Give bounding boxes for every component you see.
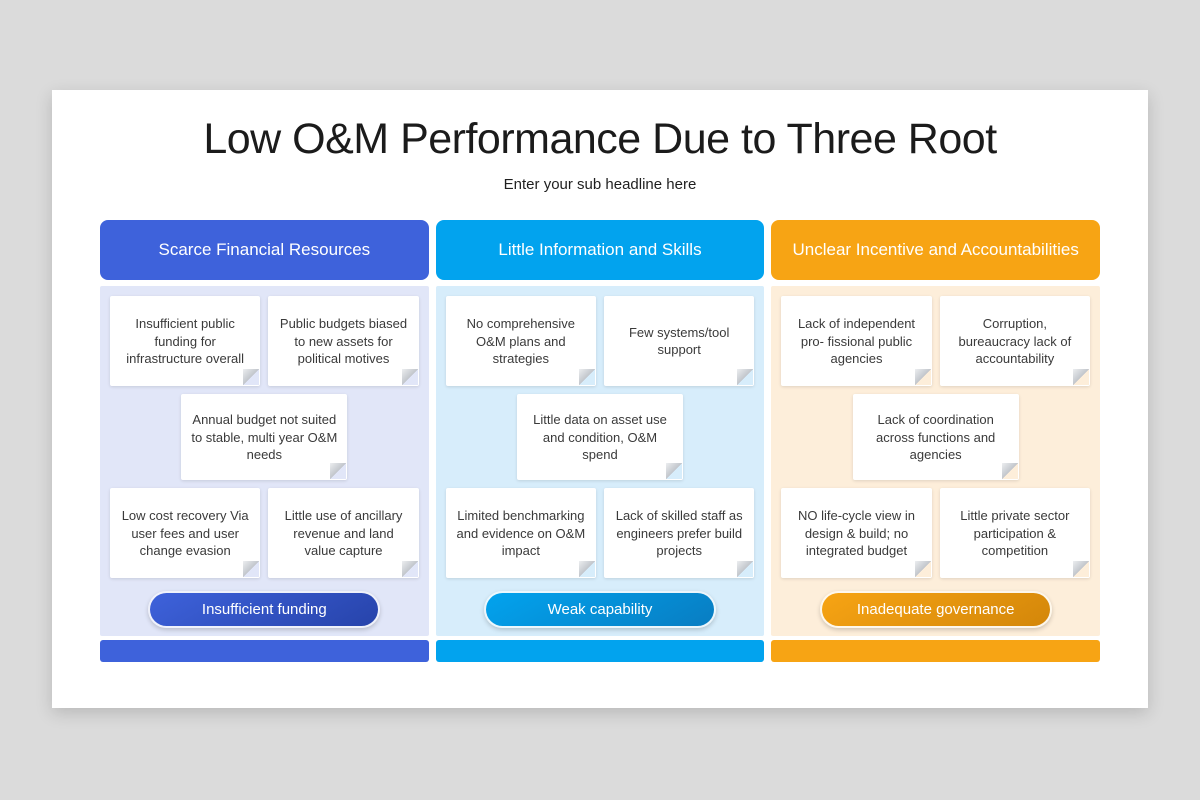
note-row: Limited benchmarking and evidence on O&M… xyxy=(445,488,755,579)
note-card-text: Low cost recovery Via user fees and user… xyxy=(121,508,249,559)
root-cause-columns: Scarce Financial Resources Insufficient … xyxy=(100,220,1101,663)
folded-corner-icon xyxy=(914,561,931,578)
note-card: Lack of independent pro- fissional publi… xyxy=(781,296,932,387)
conclusion-pill: Insufficient funding xyxy=(148,591,381,629)
note-card-text: Few systems/tool support xyxy=(628,324,730,358)
folded-corner-icon xyxy=(1073,369,1090,386)
note-card-text: Lack of coordination across functions an… xyxy=(876,412,996,463)
note-card: No comprehensive O&M plans and strategie… xyxy=(445,296,597,387)
folded-corner-icon xyxy=(914,369,931,386)
note-card-text: Little private sector participation & co… xyxy=(960,508,1070,559)
note-card: Corruption, bureaucracy lack of accounta… xyxy=(939,296,1091,387)
note-card-text: Public budgets biased to new assets for … xyxy=(279,316,408,367)
folded-corner-icon xyxy=(243,369,260,386)
note-card: Little private sector participation & co… xyxy=(939,488,1091,579)
folded-corner-icon xyxy=(1073,561,1090,578)
column-header: Little Information and Skills xyxy=(435,220,765,281)
conclusion-pill: Inadequate governance xyxy=(819,591,1052,629)
column-header: Unclear Incentive and Accountabilities xyxy=(771,220,1101,281)
note-card: Little data on asset use and condition, … xyxy=(517,394,683,481)
folded-corner-icon xyxy=(401,369,418,386)
note-card-text: Little data on asset use and condition, … xyxy=(533,412,667,463)
conclusion-pill-label: Insufficient funding xyxy=(201,601,327,619)
column-scarce-financial-resources: Scarce Financial Resources Insufficient … xyxy=(100,220,429,663)
slide-title: Low O&M Performance Due to Three Root xyxy=(203,115,997,163)
folded-corner-icon xyxy=(579,369,596,386)
conclusion-pill-label: Weak capability xyxy=(547,601,653,619)
column-unclear-incentive-and-accountabilities: Unclear Incentive and Accountabilities L… xyxy=(771,220,1101,663)
column-accent-bar xyxy=(771,640,1101,663)
note-card-text: Lack of independent pro- fissional publi… xyxy=(797,316,916,367)
folded-corner-icon xyxy=(737,561,754,578)
note-card: Public budgets biased to new assets for … xyxy=(268,296,419,387)
note-card: Lack of skilled staff as engineers prefe… xyxy=(604,488,755,579)
note-card: Insufficient public funding for infrastr… xyxy=(110,296,261,387)
note-card-text: Lack of skilled staff as engineers prefe… xyxy=(615,508,743,559)
note-card-text: Corruption, bureaucracy lack of accounta… xyxy=(958,316,1072,367)
note-card: Low cost recovery Via user fees and user… xyxy=(110,488,261,579)
note-row: Little data on asset use and condition, … xyxy=(446,394,755,481)
column-header-label: Little Information and Skills xyxy=(498,240,702,260)
folded-corner-icon xyxy=(1001,463,1018,480)
note-row: Annual budget not suited to stable, mult… xyxy=(110,394,419,481)
note-card-text: Little use of ancillary revenue and land… xyxy=(284,508,403,559)
note-card-text: Insufficient public funding for infrastr… xyxy=(126,316,245,367)
column-body: Lack of independent pro- fissional publi… xyxy=(771,286,1101,637)
note-row: Lack of independent pro- fissional publi… xyxy=(781,296,1091,387)
note-card: NO life-cycle view in design & build; no… xyxy=(781,488,932,579)
folded-corner-icon xyxy=(401,561,418,578)
folded-corner-icon xyxy=(243,561,260,578)
folded-corner-icon xyxy=(579,561,596,578)
column-little-information-and-skills: Little Information and Skills No compreh… xyxy=(435,220,765,663)
folded-corner-icon xyxy=(666,463,682,480)
column-accent-bar xyxy=(100,640,429,663)
conclusion-pill-label: Inadequate governance xyxy=(856,601,1015,619)
note-card: Little use of ancillary revenue and land… xyxy=(268,488,419,579)
folded-corner-icon xyxy=(330,463,347,480)
note-card: Lack of coordination across functions an… xyxy=(852,394,1019,481)
note-row: Insufficient public funding for infrastr… xyxy=(110,296,419,387)
column-header-label: Scarce Financial Resources xyxy=(158,240,371,260)
conclusion-pill: Weak capability xyxy=(484,591,716,629)
folded-corner-icon xyxy=(737,369,754,386)
note-card: Limited benchmarking and evidence on O&M… xyxy=(445,488,597,579)
column-body: Insufficient public funding for infrastr… xyxy=(100,286,429,637)
note-row: Lack of coordination across functions an… xyxy=(781,394,1090,481)
column-body: No comprehensive O&M plans and strategie… xyxy=(435,286,765,637)
note-card-text: NO life-cycle view in design & build; no… xyxy=(798,508,916,559)
note-row: No comprehensive O&M plans and strategie… xyxy=(445,296,755,387)
column-accent-bar xyxy=(435,640,765,663)
column-header: Scarce Financial Resources xyxy=(100,220,429,281)
note-card-text: Limited benchmarking and evidence on O&M… xyxy=(456,508,586,559)
slide-subtitle: Enter your sub headline here xyxy=(503,176,697,194)
note-card: Few systems/tool support xyxy=(604,296,755,387)
note-row: NO life-cycle view in design & build; no… xyxy=(781,488,1091,579)
note-row: Low cost recovery Via user fees and user… xyxy=(110,488,419,579)
note-card: Annual budget not suited to stable, mult… xyxy=(181,394,348,481)
note-card-text: Annual budget not suited to stable, mult… xyxy=(191,412,338,463)
note-card-text: No comprehensive O&M plans and strategie… xyxy=(466,316,576,367)
column-header-label: Unclear Incentive and Accountabilities xyxy=(792,240,1079,260)
slide-canvas: Low O&M Performance Due to Three Root En… xyxy=(52,90,1148,708)
